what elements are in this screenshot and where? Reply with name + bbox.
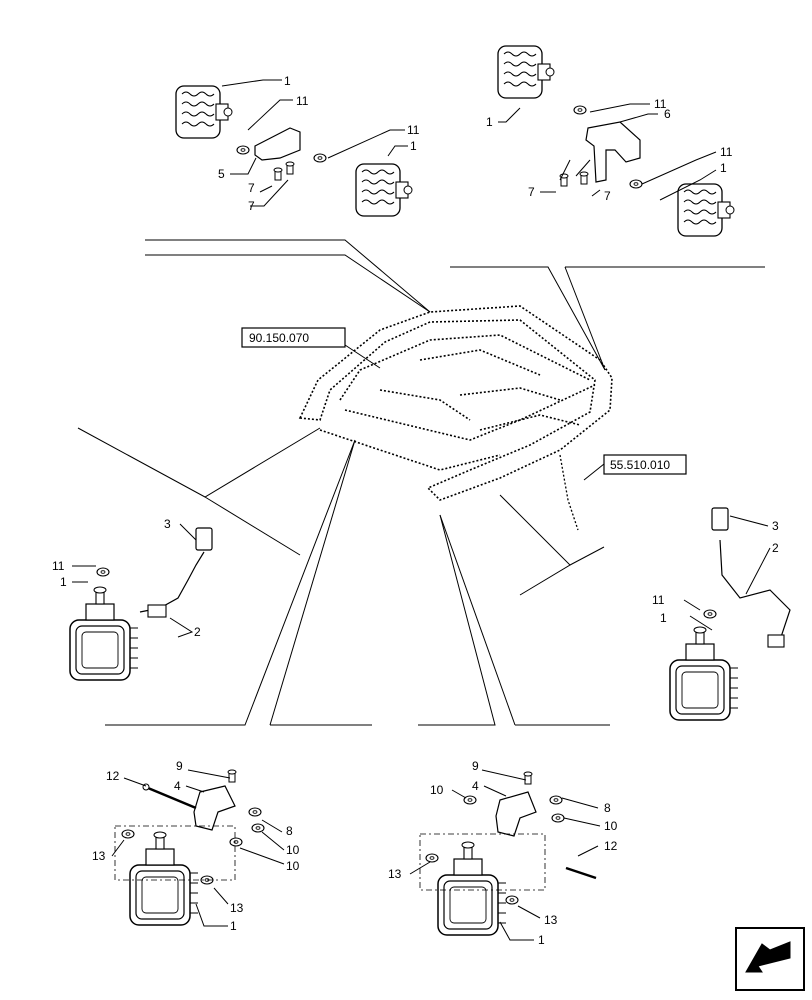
ref-cab-roof: 90.150.070 [249,331,309,345]
harness-to-roof [559,454,579,531]
callout-screw: 7 [248,181,255,195]
callout-spacer: 11 [296,94,309,108]
lamp-rear-tl-2 [355,163,413,217]
washer-bm [549,795,563,805]
callout-lamp: 1 [410,139,417,153]
spacer-tr-a [573,105,587,115]
callout-bolt: 12 [106,769,120,783]
lamp-rear-tr-2 [677,183,735,237]
callout-lock-washer: 13 [230,901,244,915]
callout-spacer: 11 [654,97,667,111]
lockwasher-bm-b [505,895,519,905]
spacer-tl-b [313,153,327,163]
callout-screw: 7 [528,185,535,199]
callout-screw: 7 [604,189,611,203]
group-mid-right: 3 2 11 1 [652,507,791,721]
spacer-tl-a [236,145,250,155]
lockwasher-bm-a [425,853,439,863]
connector-mr [711,507,729,531]
callout-bracket-left: 5 [218,167,225,181]
nut-small-bl [227,769,237,783]
nut-small-bm [523,771,533,785]
group-bottom-mid: 9 4 10 8 10 12 13 13 1 [388,759,618,947]
spacer-tr-b [629,179,643,189]
nut-bl-b [229,837,243,847]
callout-lamp: 1 [486,115,493,129]
screw-tr-b [579,171,589,185]
callout-screw: 7 [248,199,255,213]
callout-lamp: 1 [660,611,667,625]
callout-spacer: 11 [407,123,420,137]
callout-lock-washer: 13 [388,867,402,881]
bolt-bl [147,786,197,810]
screw-tr-a [559,173,569,187]
lamp-front-bm [437,841,507,936]
group-bottom-left: 9 12 4 8 10 10 13 13 1 [92,759,300,933]
harness-mr [719,539,791,641]
callout-nut: 10 [286,843,300,857]
callout-lock-washer: 13 [544,913,558,927]
nut-bl-a [251,823,265,833]
callout-lamp: 1 [230,919,237,933]
ref-harness: 55.510.010 [610,458,670,472]
group-top-right: 1 11 6 11 1 7 7 [486,45,735,237]
connector-ml [195,527,213,551]
callout-washer: 8 [604,801,611,815]
group-mid-left: 11 1 3 2 [52,517,213,681]
screw-tl-b [285,161,295,175]
lamp-front-mr [669,626,739,721]
group-top-left: 1 11 11 1 5 7 7 [175,74,420,217]
screw-tl-a [273,167,283,181]
callout-lock-washer: 13 [92,849,106,863]
cab-roof [298,305,613,501]
callout-washer: 8 [286,824,293,838]
bracket-front-bm [495,791,537,837]
callout-connector: 3 [772,519,779,533]
callout-connector: 3 [164,517,171,531]
callout-spacer: 11 [652,593,665,607]
nut-bm-b [551,813,565,823]
ref-box-harness: 55.510.010 [583,454,687,481]
bracket-right [585,121,641,183]
callout-bracket-front: 4 [174,779,181,793]
callout-harness: 2 [194,625,201,639]
bracket-front-bl [193,785,236,831]
callout-lamp: 1 [60,575,67,589]
callout-bracket-right: 6 [664,107,671,121]
lamp-rear-tr-1 [497,45,555,99]
callout-lamp: 1 [538,933,545,947]
lamp-front-bl [129,831,199,926]
lockwasher-bl-a [121,829,135,839]
harness-ml [139,551,205,613]
bracket-left [254,127,301,161]
callout-nut-small: 9 [472,759,479,773]
callout-harness: 2 [772,541,779,555]
nut-bm-a [463,795,477,805]
callout-bracket-front: 4 [472,779,479,793]
washer-bl [248,807,262,817]
arrow-back-icon[interactable] [735,927,805,991]
lamp-rear-tl-1 [175,85,233,139]
callout-bolt: 12 [604,839,618,853]
callout-lamp: 1 [720,161,727,175]
callout-nut: 10 [430,783,444,797]
lamp-front-ml [69,586,139,681]
callout-nut-small: 9 [176,759,183,773]
leader-lines [77,239,765,726]
callout-lamp: 1 [284,74,291,88]
ref-box-cab-roof: 90.150.070 [241,327,381,369]
callout-nut: 10 [286,859,300,873]
callout-nut: 10 [604,819,618,833]
callout-spacer: 11 [720,145,733,159]
bolt-bm [565,866,597,880]
spacer-mr [703,609,717,619]
callout-spacer: 11 [52,559,65,573]
spacer-ml [96,567,110,577]
